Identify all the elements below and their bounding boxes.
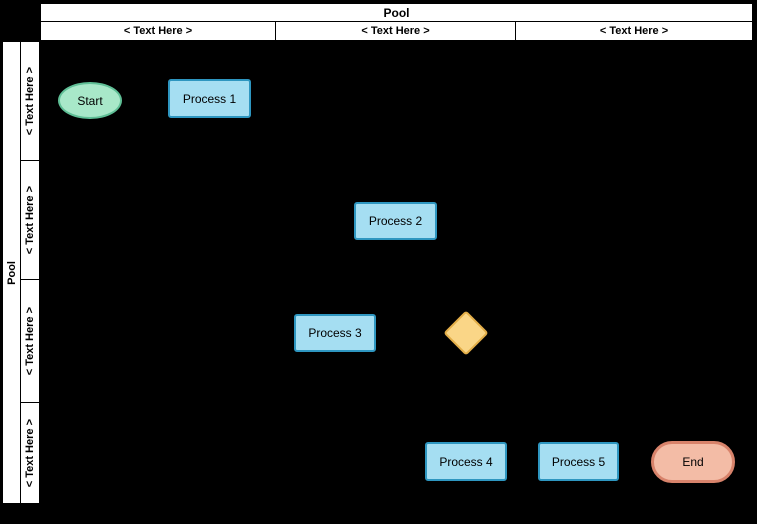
process-4-label: Process 4 [439,454,493,469]
process-5-label: Process 5 [551,454,606,469]
pool-side-label: Pool [5,260,18,285]
pool-column-header-2[interactable]: < Text Here > [275,21,516,41]
lane-label-text: < Text Here > [24,418,36,488]
process-2-node[interactable]: Process 2 [354,202,437,240]
start-event-node[interactable]: Start [58,82,122,119]
process-2-label: Process 2 [368,214,423,228]
pool-column-header-3[interactable]: < Text Here > [515,21,753,41]
pool-column-header-1[interactable]: < Text Here > [40,21,276,41]
decision-gateway-diamond[interactable] [443,310,489,356]
start-event-label: Start [77,93,103,108]
pool-column-label: < Text Here > [123,25,193,37]
pool-column-label: < Text Here > [361,25,430,37]
pool-side-label-cell[interactable]: Pool [2,41,21,504]
end-event-node[interactable]: End [651,441,735,483]
lane-label-text: < Text Here > [24,185,36,255]
lane-label-1[interactable]: < Text Here > [20,41,40,161]
pool-column-label: < Text Here > [599,25,669,37]
lane-label-2[interactable]: < Text Here > [20,160,40,280]
lane-label-text: < Text Here > [24,306,36,376]
process-1-node[interactable]: Process 1 [168,79,251,118]
process-5-node[interactable]: Process 5 [538,442,619,481]
lane-label-text: < Text Here > [24,66,36,136]
end-event-label: End [682,455,704,469]
process-1-label: Process 1 [182,91,237,106]
lane-label-3[interactable]: < Text Here > [20,279,40,403]
pool-title: Pool [383,5,410,20]
pool-title-cell[interactable]: Pool [40,3,753,22]
process-4-node[interactable]: Process 4 [425,442,507,481]
process-3-label: Process 3 [308,326,362,340]
process-3-node[interactable]: Process 3 [294,314,376,352]
lane-label-4[interactable]: < Text Here > [20,402,40,504]
